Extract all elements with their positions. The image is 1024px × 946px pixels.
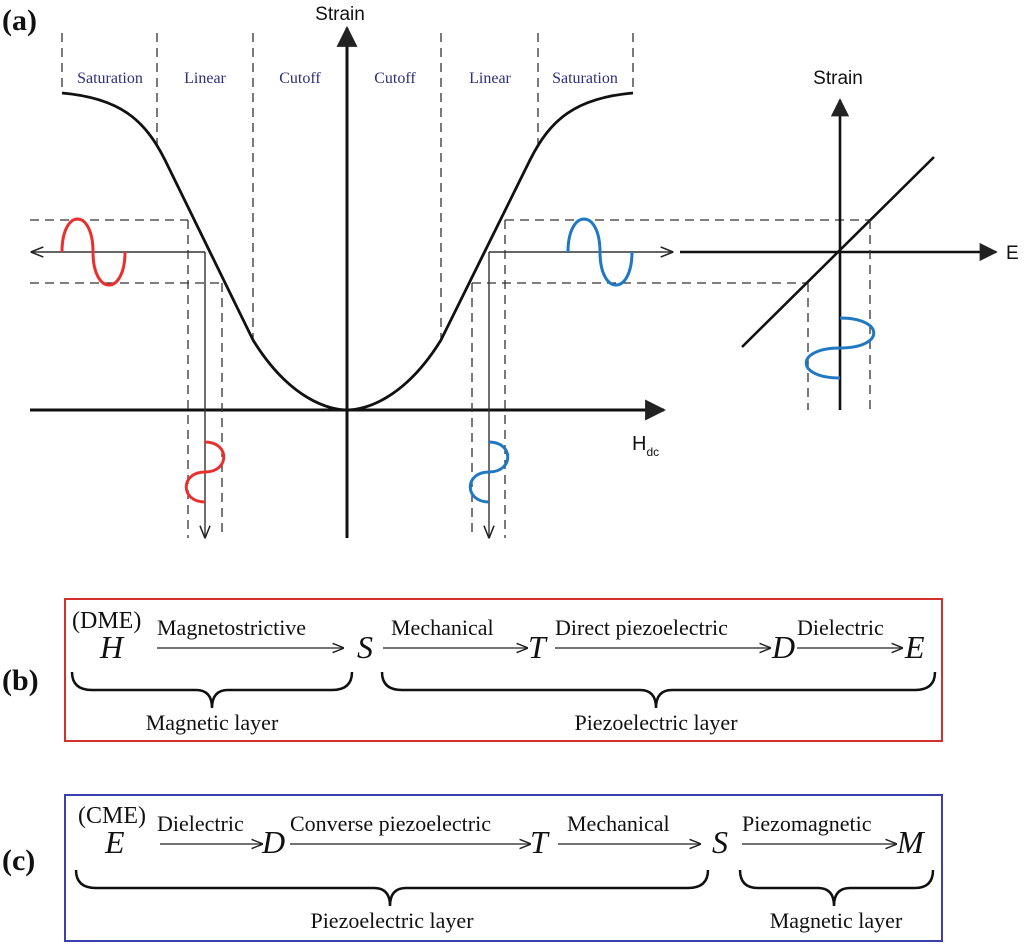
dme-brace-piezoelectric xyxy=(380,671,937,709)
cme-arrow-label-piezomagnetic: Piezomagnetic xyxy=(742,811,872,836)
dme-symbol-d: D xyxy=(771,629,795,665)
cme-brace-piezoelectric xyxy=(74,869,710,907)
dme-symbol-t: T xyxy=(528,629,548,665)
region-dividers xyxy=(61,33,634,345)
cme-layer-magnetic: Magnetic layer xyxy=(770,908,903,933)
inset-strain-label: Strain xyxy=(813,68,863,89)
dme-symbol-h: H xyxy=(99,629,125,665)
cme-symbol-d: D xyxy=(261,824,285,860)
inset-e-label: E xyxy=(1006,243,1019,264)
region-label-cutoff-right: Cutoff xyxy=(374,70,416,87)
cme-symbol-t: T xyxy=(530,824,550,860)
inset-projection-lines xyxy=(807,220,871,410)
cme-symbol-s: S xyxy=(712,824,728,860)
region-label-saturation-left: Saturation xyxy=(77,70,143,87)
red-wave-field xyxy=(184,440,226,504)
region-labels: Saturation Linear Cutoff Cutoff Linear S… xyxy=(77,70,618,87)
dme-symbol-e: E xyxy=(904,629,925,665)
dme-layer-piezoelectric: Piezoelectric layer xyxy=(574,710,738,735)
region-label-linear-right: Linear xyxy=(469,70,511,87)
cme-chain: (CME) E Dielectric D Converse piezoelect… xyxy=(78,803,926,860)
blue-wave-strain xyxy=(566,217,634,287)
blue-wave-field xyxy=(468,440,510,504)
cme-tag: (CME) xyxy=(78,803,146,829)
cme-box xyxy=(64,794,943,942)
cme-symbol-m: M xyxy=(896,824,926,860)
red-wave-strain xyxy=(60,217,127,287)
dme-arrow-label-dielectric: Dielectric xyxy=(797,615,884,640)
panel-c-label: (c) xyxy=(2,844,35,877)
dme-tag: (DME) xyxy=(72,608,141,634)
dme-layer-magnetic: Magnetic layer xyxy=(146,710,279,735)
blue-wave-electric xyxy=(805,316,875,380)
dme-arrow-label-direct-piezoelectric: Direct piezoelectric xyxy=(555,615,728,640)
cme-arrow-label-converse-piezoelectric: Converse piezoelectric xyxy=(290,811,491,836)
dme-box xyxy=(64,598,943,742)
cme-arrow-label-mechanical: Mechanical xyxy=(567,811,670,836)
dme-arrow-label-mechanical: Mechanical xyxy=(391,615,494,640)
dme-chain: (DME) H Magnetostrictive S Mechanical T … xyxy=(72,608,925,665)
region-label-saturation-right: Saturation xyxy=(552,70,618,87)
dme-symbol-s: S xyxy=(357,629,373,665)
cme-arrow-label-dielectric: Dielectric xyxy=(157,811,244,836)
dme-brace-magnetic xyxy=(70,671,354,709)
piezo-response-line xyxy=(741,156,935,348)
hdc-axis-label: Hdc xyxy=(632,433,659,459)
strain-axis-label: Strain xyxy=(315,4,365,25)
region-label-linear-left: Linear xyxy=(184,70,226,87)
magnetostriction-curve xyxy=(61,91,634,412)
cme-layer-piezoelectric: Piezoelectric layer xyxy=(310,908,474,933)
panel-b-label: (b) xyxy=(2,664,39,697)
dme-arrow-label-magnetostrictive: Magnetostrictive xyxy=(157,615,306,640)
strain-projection-lines xyxy=(30,219,870,284)
cme-brace-magnetic xyxy=(738,869,935,907)
panel-a-label: (a) xyxy=(2,4,37,37)
operating-point-arrows xyxy=(32,252,672,537)
region-label-cutoff-left: Cutoff xyxy=(279,70,321,87)
cme-symbol-e: E xyxy=(104,824,125,860)
